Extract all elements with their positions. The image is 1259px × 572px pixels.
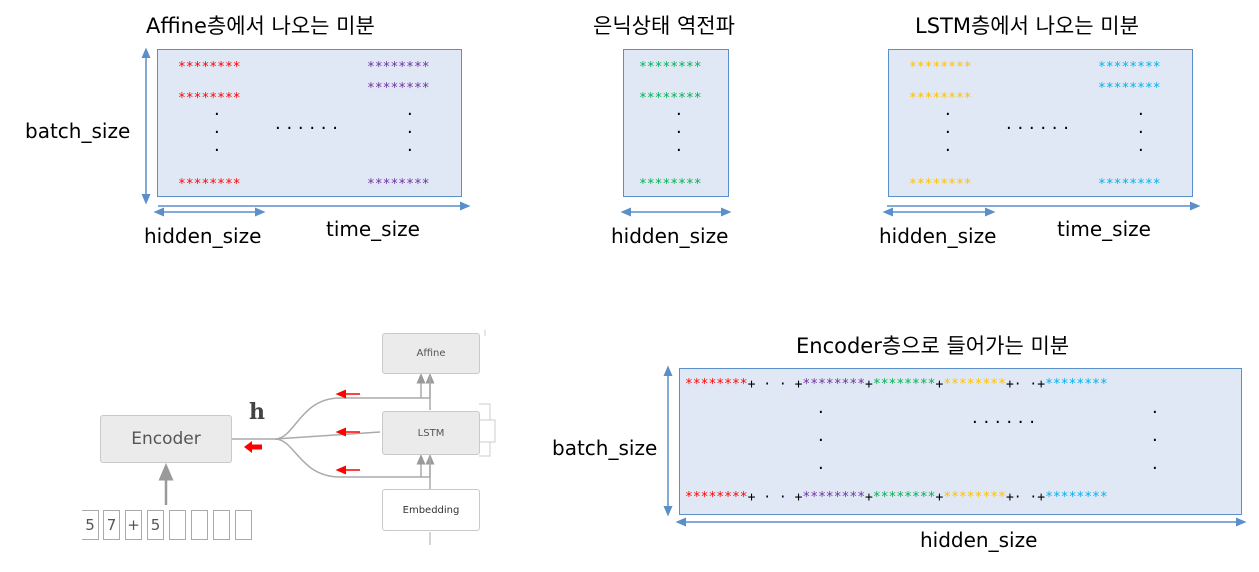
encoder-grad-matrix: ********+ · · +********+********+*******…	[679, 368, 1242, 515]
lstm-row2-right: ********	[1098, 81, 1161, 96]
affine-time-label: time_size	[326, 217, 420, 241]
encoder-batch-label: batch_size	[552, 436, 658, 460]
affine-batch-label: batch_size	[25, 119, 131, 143]
hidden-vdots: ···	[676, 104, 682, 161]
seg-green: ********	[872, 377, 936, 392]
hidden-grad-matrix: ******** ******** ******** ···	[623, 49, 729, 197]
affine-block-label: Affine	[416, 348, 446, 359]
affine-vdots-right: ···	[407, 104, 413, 161]
affine-row2-right: ********	[367, 81, 430, 96]
input-cell	[235, 510, 252, 540]
hidden-row1: ********	[639, 60, 702, 75]
seg-blue: ********	[1045, 377, 1108, 392]
seg-purple: ********	[802, 490, 866, 505]
embedding-block: Embedding	[382, 489, 480, 531]
embedding-block-label: Embedding	[402, 504, 460, 516]
affine-hdots: · · · · · ·	[275, 118, 338, 139]
seg-purple: ********	[802, 377, 866, 392]
input-cell	[169, 510, 186, 540]
affine-row1-left: ********	[178, 60, 241, 75]
encoder-row-bottom: ********+ · · +********+********+*******…	[685, 490, 1108, 505]
seg-green: ********	[872, 490, 936, 505]
lstm-time-label: time_size	[1057, 217, 1151, 241]
input-cell	[191, 510, 208, 540]
hidden-row3: ********	[639, 177, 702, 192]
lstm-hidden-label: hidden_size	[879, 224, 997, 248]
affine-block: Affine	[382, 333, 480, 374]
lstm-panel-title: LSTM층에서 나오는 미분	[915, 14, 1139, 38]
input-cell	[213, 510, 230, 540]
lstm-block-label: LSTM	[417, 427, 445, 439]
affine-row3-left: ********	[178, 177, 241, 192]
lstm-vdots-left: ···	[945, 104, 951, 161]
encoder-label: Encoder	[131, 429, 201, 449]
affine-row2-left: ********	[178, 91, 241, 106]
input-cell: 5	[147, 510, 164, 540]
lstm-block: LSTM	[382, 411, 480, 455]
lstm-row2-left: ********	[909, 91, 972, 106]
affine-row1-right: ********	[367, 60, 430, 75]
lstm-vdots-right: ···	[1138, 104, 1144, 161]
encoder-vdots-right: ···	[1152, 402, 1158, 479]
seg-yellow: ********	[943, 490, 1006, 505]
fan-middle	[274, 431, 381, 440]
hidden-panel-title: 은닉상태 역전파	[593, 14, 735, 38]
affine-row3-right: ********	[367, 177, 430, 192]
encoder-hidden-label: hidden_size	[920, 528, 1038, 552]
affine-grad-matrix: ******** ******** ******** ******** ****…	[157, 49, 462, 197]
hidden-row2: ********	[639, 91, 702, 106]
lstm-row3-right: ********	[1098, 177, 1161, 192]
encoder-row-top: ********+ · · +********+********+*******…	[685, 377, 1108, 392]
input-cell: 5	[82, 510, 99, 540]
hidden-hidden-label: hidden_size	[611, 224, 729, 248]
seg-red: ********	[685, 490, 748, 505]
lstm-row1-right: ********	[1098, 60, 1161, 75]
affine-hidden-label: hidden_size	[144, 224, 262, 248]
encoder-vdots-left: ···	[818, 402, 824, 479]
encoder-block: Encoder	[100, 415, 232, 463]
h-label: h	[249, 399, 265, 425]
input-cell: +	[125, 510, 142, 540]
affine-panel-title: Affine층에서 나오는 미분	[146, 14, 375, 38]
affine-vdots-left: ···	[214, 104, 220, 161]
encoder-hdots: · · · · · ·	[972, 412, 1035, 433]
fan-lower	[274, 438, 430, 478]
encoder-grad-title: Encoder층으로 들어가는 미분	[796, 334, 1070, 358]
lstm-row1-left: ********	[909, 60, 972, 75]
lstm-row3-left: ********	[909, 177, 972, 192]
seg-blue: ********	[1045, 490, 1108, 505]
seg-yellow: ********	[943, 377, 1006, 392]
input-sequence: 5 7 + 5	[82, 510, 262, 540]
seg-red: ********	[685, 377, 748, 392]
lstm-hdots: · · · · · ·	[1006, 118, 1069, 139]
input-cell: 7	[103, 510, 120, 540]
lstm-grad-matrix: ******** ******** ******** ******** ****…	[888, 49, 1193, 197]
